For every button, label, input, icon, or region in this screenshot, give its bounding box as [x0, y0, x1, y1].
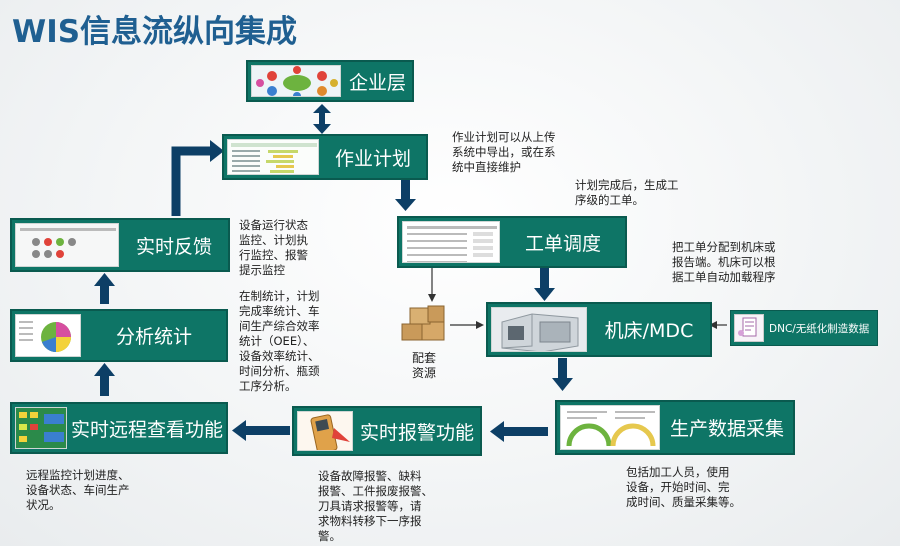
dnc-document-icon: [734, 314, 764, 342]
enterprise-layer-box: 企业层: [246, 60, 414, 102]
supporting-resources-label: 配套 资源: [411, 351, 436, 380]
arrow-feedback-plan: [171, 140, 224, 216]
note-machine: 把工单分配到机床或 报告端。机床可以根 据工单自动加载程序: [672, 240, 776, 284]
analysis-pie-thumbnail: [15, 314, 81, 357]
production-data-collection-label: 生产数据采集: [669, 418, 784, 440]
note-alarm: 设备故障报警、缺料 报警、工件报废报警、 刀具请求报警等，请 求物料转移下一序报…: [318, 469, 433, 543]
work-order-dispatch-label: 工单调度: [524, 232, 601, 255]
note-remote: 远程监控计划进度、 设备状态、车间生产 状况。: [26, 468, 130, 512]
arrow-collect-alarm: [490, 421, 548, 442]
dnc-paperless-label: DNC/无纸化制造数据: [769, 322, 870, 335]
arrow-remote-analysis: [94, 363, 115, 396]
analysis-statistics-label: 分析统计: [115, 326, 192, 348]
note-feedback: 设备运行状态 监控、计划执 行监控、报警 提示监控: [239, 218, 308, 277]
work-order-dispatch-box: 工单调度: [397, 216, 627, 268]
note-analysis: 在制统计，计划 完成率统计、车 间生产综合效率 统计（OEE）、 设备效率统计、…: [239, 289, 320, 393]
realtime-remote-view-label: 实时远程查看功能: [70, 418, 223, 441]
production-data-collection-box: 生产数据采集: [555, 400, 795, 455]
arrow-machine-collect: [552, 358, 573, 391]
machine-mdc-box: 机床/MDC: [486, 302, 712, 357]
realtime-feedback-box: 实时反馈: [10, 218, 230, 272]
arrow-dispatch-machine: [534, 268, 555, 301]
realtime-alarm-box: 实时报警功能: [292, 406, 482, 456]
realtime-alarm-label: 实时报警功能: [359, 421, 474, 444]
cnc-machine-image: [491, 307, 587, 352]
note-plan: 作业计划可以从上传 系统中导出，或在系 统中直接维护: [452, 130, 556, 174]
feedback-monitor-thumbnail: [15, 223, 119, 267]
analysis-statistics-box: 分析统计: [10, 309, 228, 362]
supporting-resources-image: [398, 302, 450, 348]
realtime-remote-view-box: 实时远程查看功能: [10, 402, 228, 454]
dnc-paperless-box: DNC/无纸化制造数据: [730, 310, 878, 346]
arrow-alarm-remote: [232, 420, 290, 441]
job-plan-label: 作业计划: [334, 147, 411, 170]
arrow-plan-dispatch: [395, 179, 416, 211]
enterprise-layer-label: 企业层: [348, 71, 406, 94]
plan-gantt-thumbnail: [227, 139, 319, 175]
remote-dashboard-thumbnail: [15, 407, 67, 449]
enterprise-network-icon: [251, 65, 341, 97]
realtime-feedback-label: 实时反馈: [135, 235, 212, 258]
note-collect: 包括加工人员，使用 设备，开始时间、完 成时间、质量采集等。: [626, 465, 741, 509]
page-title: WIS信息流纵向集成: [12, 14, 298, 50]
note-dispatch: 计划完成后，生成工 序级的工单。: [575, 178, 679, 207]
job-plan-box: 作业计划: [222, 134, 428, 180]
collection-chart-thumbnail: [560, 405, 660, 450]
arrow-analysis-feedback: [94, 273, 115, 304]
arrow-enterprise-plan: [313, 104, 331, 134]
machine-mdc-label: 机床/MDC: [604, 320, 694, 342]
handheld-terminal-image: [297, 411, 353, 451]
dispatch-list-thumbnail: [402, 221, 500, 263]
